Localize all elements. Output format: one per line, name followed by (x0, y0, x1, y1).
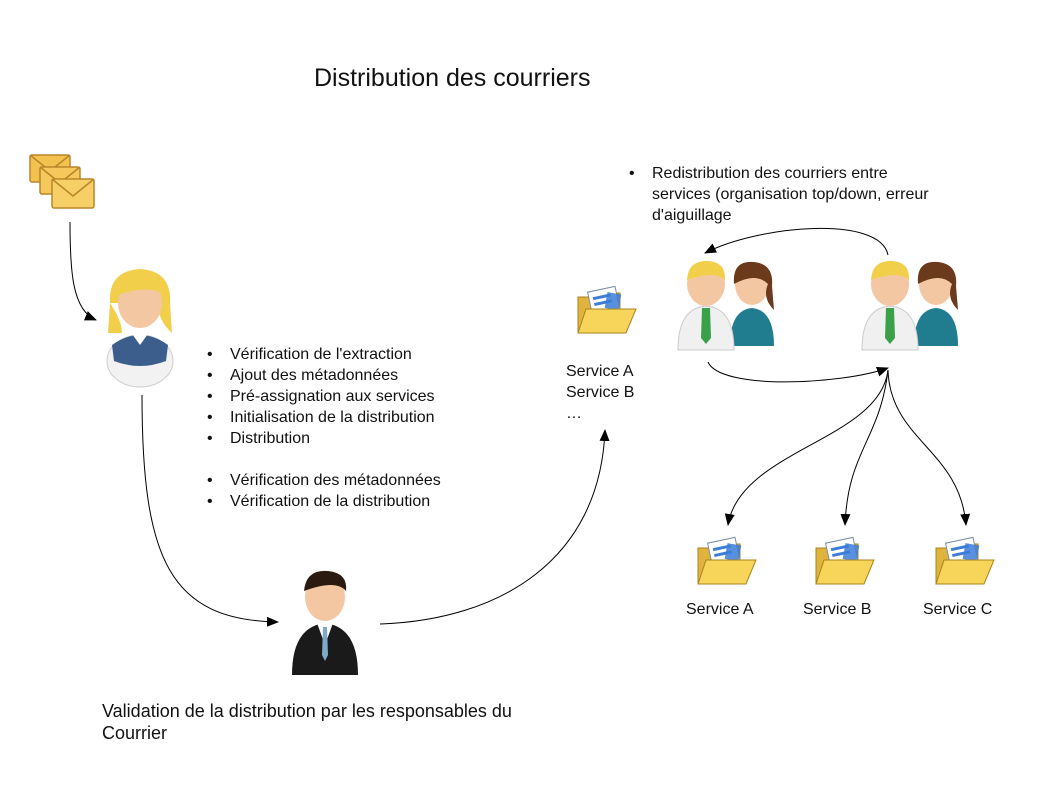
redistribution-line: d'aiguillage (652, 207, 732, 224)
page-title: Distribution des courriers (314, 64, 591, 92)
list-item: Vérification de la distribution (205, 491, 441, 512)
arrow-validator-to-services (379, 429, 610, 625)
service-c-folder-icon (935, 536, 995, 585)
arrow-mail-to-operator (69, 221, 97, 321)
team-left-icon (677, 260, 774, 351)
list-item: Distribution (205, 428, 435, 449)
service-b-folder-icon (815, 536, 875, 585)
arrow-to-service-c (887, 369, 971, 526)
arrow-redistribution-top (704, 227, 889, 256)
arrow-operator-to-validator (141, 394, 279, 627)
arrow-to-service-b (840, 369, 889, 526)
redistribution-line: services (organisation top/down, erreur (652, 186, 929, 203)
validation-line: Courrier (102, 723, 168, 743)
arrow-redistribution-bottom (707, 361, 889, 383)
redistribution-line: Redistribution des courriers entre (652, 165, 888, 182)
check-tasks-list: Vérification des métadonnées Vérificatio… (205, 470, 441, 512)
validator-avatar-icon (292, 570, 358, 675)
service-b-label: Service B (803, 601, 872, 618)
validation-line: Validation de la distribution par les re… (102, 701, 512, 721)
service-list: Service A Service B … (566, 361, 634, 424)
list-item: Vérification de l'extraction (205, 344, 435, 365)
service-list-item: Service B (566, 384, 635, 401)
validation-caption: Validation de la distribution par les re… (102, 700, 512, 744)
list-item: Pré-assignation aux services (205, 386, 435, 407)
operator-avatar-icon (106, 269, 174, 388)
main-tasks-list: Vérification de l'extraction Ajout des m… (205, 344, 435, 449)
redistribution-note: Redistribution des courriers entre servi… (627, 163, 929, 226)
team-right-icon (861, 260, 958, 351)
service-a-folder-icon (697, 536, 757, 585)
service-c-label: Service C (923, 601, 993, 618)
folder-icon (577, 285, 637, 334)
list-item: Ajout des métadonnées (205, 365, 435, 386)
arrow-to-service-a (724, 369, 889, 526)
list-item: Initialisation de la distribution (205, 407, 435, 428)
service-list-item: … (566, 405, 582, 422)
service-a-label: Service A (686, 601, 754, 618)
service-list-item: Service A (566, 363, 634, 380)
envelopes-icon (29, 154, 95, 209)
list-item: Vérification des métadonnées (205, 470, 441, 491)
